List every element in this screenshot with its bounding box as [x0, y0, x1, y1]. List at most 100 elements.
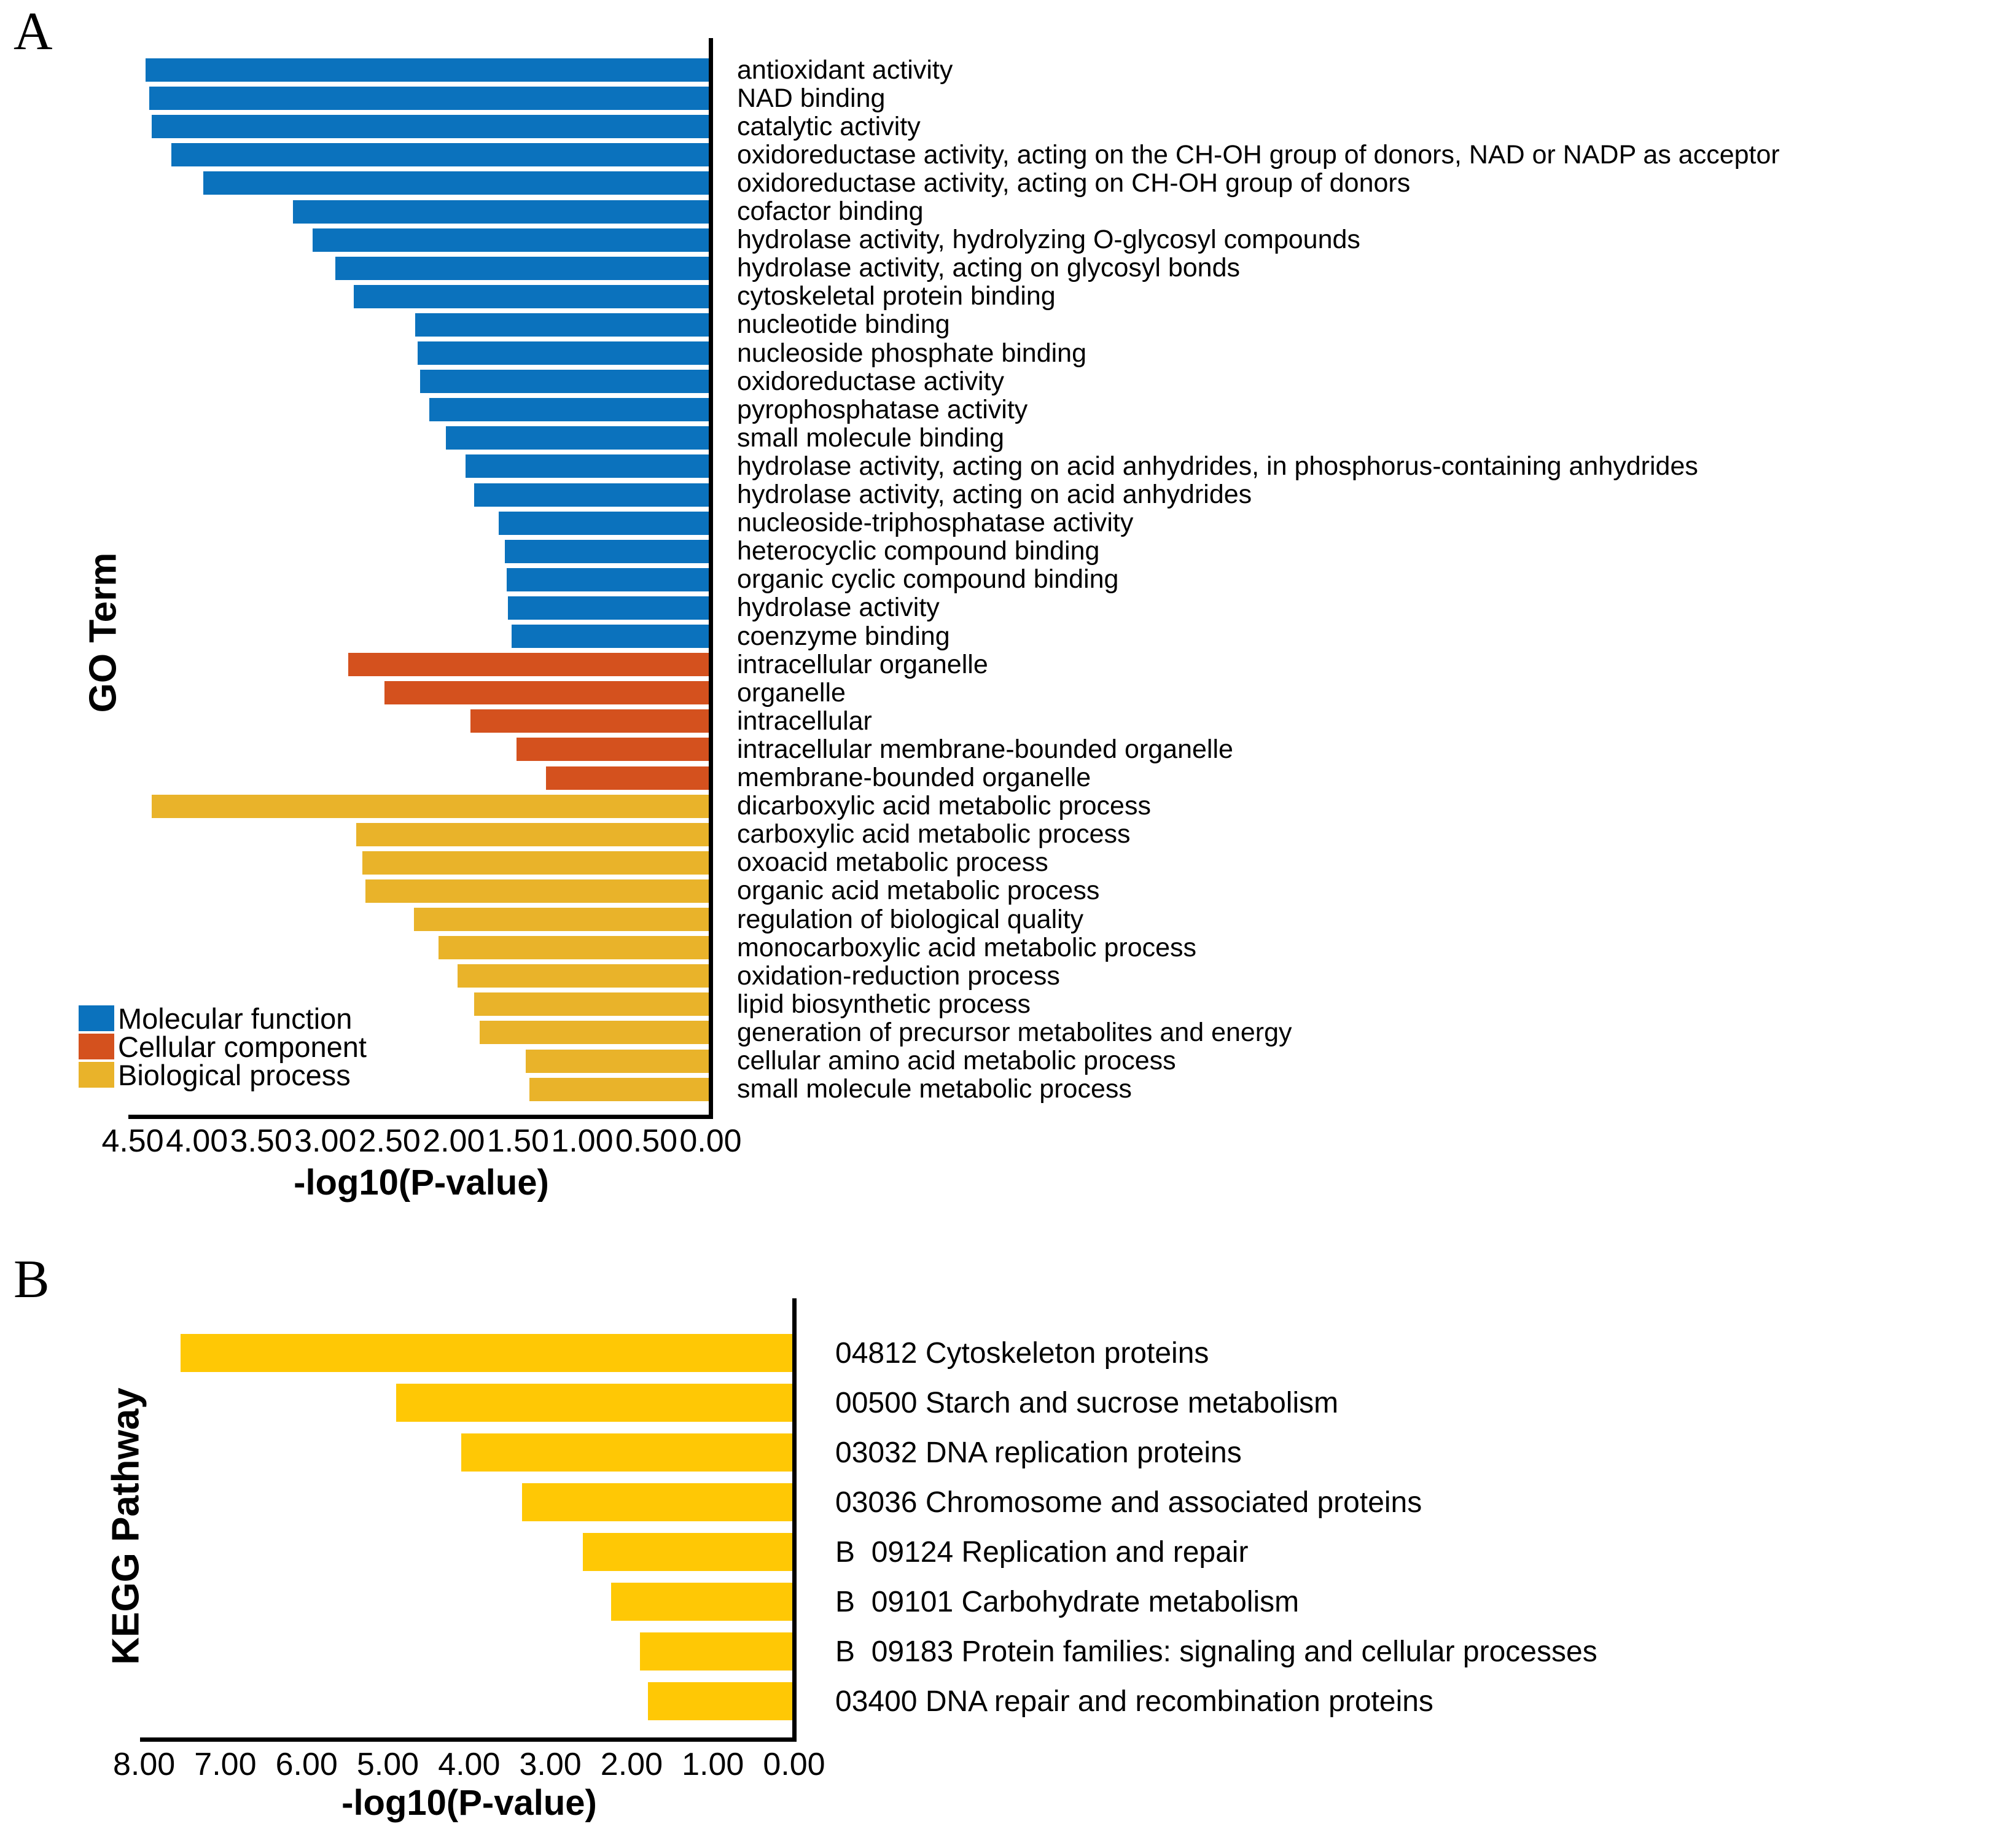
bar-label: oxidation-reduction process: [737, 961, 1060, 991]
bar-molecular-function: [415, 313, 711, 337]
bar-label: lipid biosynthetic process: [737, 989, 1031, 1019]
panel-a-y-axis-label: GO Term: [82, 552, 125, 713]
bar-label: organic acid metabolic process: [737, 876, 1100, 906]
bar-kegg: [181, 1334, 794, 1372]
bar-biological-process: [479, 1021, 711, 1045]
bar-biological-process: [438, 936, 711, 960]
bar-label: 03032 DNA replication proteins: [835, 1436, 1242, 1469]
bar-kegg: [583, 1533, 794, 1571]
bar-label: intracellular membrane-bounded organelle: [737, 734, 1233, 764]
bar-biological-process: [525, 1049, 711, 1073]
bar-label: B 09101 Carbohydrate metabolism: [835, 1585, 1300, 1618]
legend-swatch-molecular-function: [79, 1005, 114, 1031]
x-tick: 2.00: [600, 1747, 663, 1782]
bar-label: 04812 Cytoskeleton proteins: [835, 1336, 1209, 1370]
bar-label: hydrolase activity, acting on acid anhyd…: [737, 480, 1252, 509]
bar-label: carboxylic acid metabolic process: [737, 819, 1131, 849]
bar-label: hydrolase activity, acting on glycosyl b…: [737, 253, 1241, 283]
bar-label: coenzyme binding: [737, 621, 950, 651]
bar-molecular-function: [152, 115, 711, 139]
legend-swatch-cellular-component: [79, 1034, 114, 1059]
panel-a-y-axis-line: [709, 38, 713, 1118]
bar-label: hydrolase activity, hydrolyzing O-glycos…: [737, 225, 1360, 255]
panel-b-y-axis-line: [792, 1298, 797, 1742]
bar-molecular-function: [418, 341, 711, 365]
legend-row: Molecular function: [79, 1002, 353, 1035]
x-tick: 6.00: [275, 1747, 338, 1782]
bar-molecular-function: [312, 228, 711, 252]
bar-molecular-function: [353, 284, 711, 308]
bar-molecular-function: [171, 143, 711, 167]
bar-molecular-function: [420, 370, 711, 394]
bar-label: organelle: [737, 677, 846, 708]
panel-b-letter: B: [14, 1250, 50, 1309]
bar-biological-process: [365, 879, 711, 903]
bar-kegg: [521, 1483, 794, 1521]
bar-molecular-function: [465, 454, 711, 478]
bar-molecular-function: [203, 171, 711, 195]
bar-biological-process: [356, 822, 711, 846]
bar-label: cofactor binding: [737, 197, 924, 226]
bar-molecular-function: [507, 596, 711, 620]
panel-a-x-axis-line: [128, 1115, 713, 1119]
bar-label: small molecule metabolic process: [737, 1074, 1132, 1104]
bar-label: dicarboxylic acid metabolic process: [737, 791, 1151, 821]
panel-a-letter: A: [14, 2, 53, 61]
x-tick: 7.00: [194, 1747, 257, 1782]
bar-biological-process: [152, 794, 711, 818]
x-tick: 1.50: [486, 1123, 549, 1159]
bar-molecular-function: [335, 256, 711, 280]
bar-cellular-component: [546, 766, 711, 790]
bar-biological-process: [362, 851, 711, 875]
legend-label: Cellular component: [118, 1030, 367, 1063]
x-tick: 4.00: [438, 1747, 501, 1782]
panel-b-y-axis-label: KEGG Pathway: [104, 1387, 147, 1665]
bar-label: oxoacid metabolic process: [737, 848, 1048, 878]
bar-label: small molecule binding: [737, 423, 1004, 453]
bar-label: B 09183 Protein families: signaling and …: [835, 1635, 1597, 1668]
bar-label: antioxidant activity: [737, 55, 953, 85]
bar-molecular-function: [498, 511, 711, 535]
bar-kegg: [396, 1384, 794, 1422]
bar-molecular-function: [145, 58, 711, 82]
bar-label: oxidoreductase activity: [737, 366, 1004, 396]
x-tick: 3.50: [230, 1123, 292, 1159]
panel-b-x-axis-line: [140, 1737, 797, 1742]
bar-molecular-function: [506, 567, 711, 591]
bar-kegg: [611, 1583, 794, 1621]
bar-biological-process: [474, 992, 711, 1016]
bar-molecular-function: [149, 87, 711, 111]
bar-label: hydrolase activity: [737, 593, 940, 623]
bar-molecular-function: [293, 200, 711, 224]
bar-label: intracellular organelle: [737, 649, 988, 679]
bar-label: oxidoreductase activity, acting on the C…: [737, 139, 1780, 170]
bar-label: heterocyclic compound binding: [737, 536, 1100, 566]
x-tick: 5.00: [356, 1747, 419, 1782]
bar-label: intracellular: [737, 706, 872, 736]
bar-label: B 09124 Replication and repair: [835, 1535, 1249, 1569]
bar-label: organic cyclic compound binding: [737, 564, 1119, 595]
bar-label: monocarboxylic acid metabolic process: [737, 932, 1197, 962]
bar-label: cellular amino acid metabolic process: [737, 1046, 1176, 1075]
bar-molecular-function: [429, 398, 711, 422]
bar-label: 03036 Chromosome and associated proteins: [835, 1486, 1422, 1519]
bar-molecular-function: [505, 539, 711, 563]
legend-label: Biological process: [118, 1058, 351, 1091]
bar-kegg: [647, 1682, 794, 1720]
legend-row: Cellular component: [79, 1030, 367, 1063]
bar-label: nucleoside phosphate binding: [737, 338, 1087, 368]
bar-label: NAD binding: [737, 83, 886, 113]
bar-cellular-component: [348, 653, 711, 677]
bar-molecular-function: [511, 625, 711, 648]
x-tick: 0.50: [615, 1123, 678, 1159]
bar-label: generation of precursor metabolites and …: [737, 1017, 1292, 1047]
bar-label: membrane-bounded organelle: [737, 763, 1091, 792]
bar-biological-process: [529, 1077, 711, 1101]
bar-biological-process: [413, 908, 711, 931]
bar-label: oxidoreductase activity, acting on CH-OH…: [737, 168, 1411, 198]
bar-cellular-component: [470, 709, 711, 733]
x-tick: 1.00: [682, 1747, 744, 1782]
x-tick: 8.00: [112, 1747, 176, 1782]
legend-label: Molecular function: [118, 1002, 353, 1035]
bar-label: 00500 Starch and sucrose metabolism: [835, 1386, 1339, 1419]
